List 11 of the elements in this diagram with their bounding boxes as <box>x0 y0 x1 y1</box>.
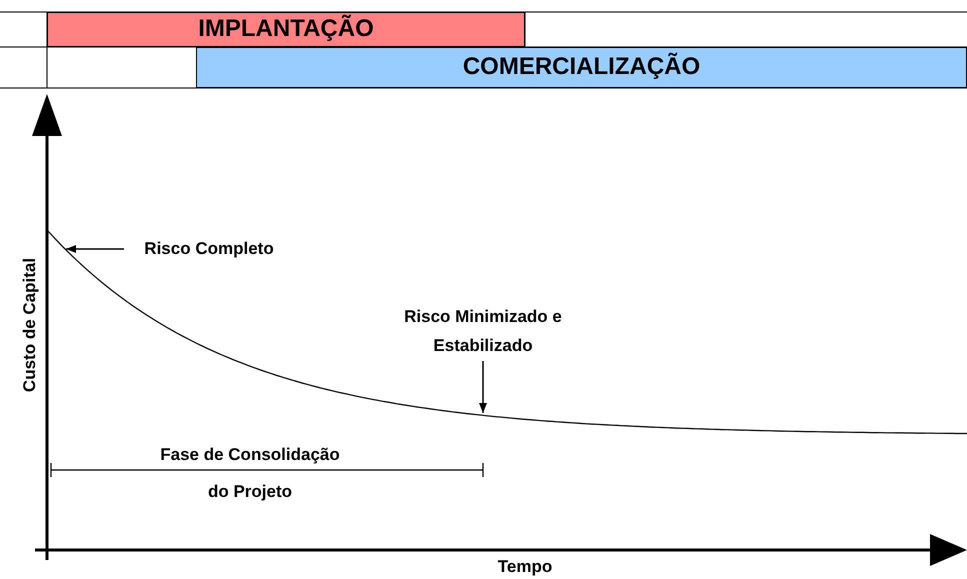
phase-bar: COMERCIALIZAÇÃO <box>196 47 967 88</box>
axis-label: Custo de Capital <box>20 258 40 392</box>
annotation-text: Risco Completo <box>124 236 294 262</box>
phase-bar: IMPLANTAÇÃO <box>47 12 525 47</box>
cost-curve <box>46 230 967 434</box>
axis-label: Tempo <box>498 557 552 577</box>
span-label: do Projeto <box>208 482 292 502</box>
leader-line <box>66 245 124 253</box>
annotation-text: Risco Minimizado e Estabilizado <box>403 303 563 361</box>
span-label: Fase de Consolidação <box>160 445 340 465</box>
leader-line <box>479 361 487 413</box>
